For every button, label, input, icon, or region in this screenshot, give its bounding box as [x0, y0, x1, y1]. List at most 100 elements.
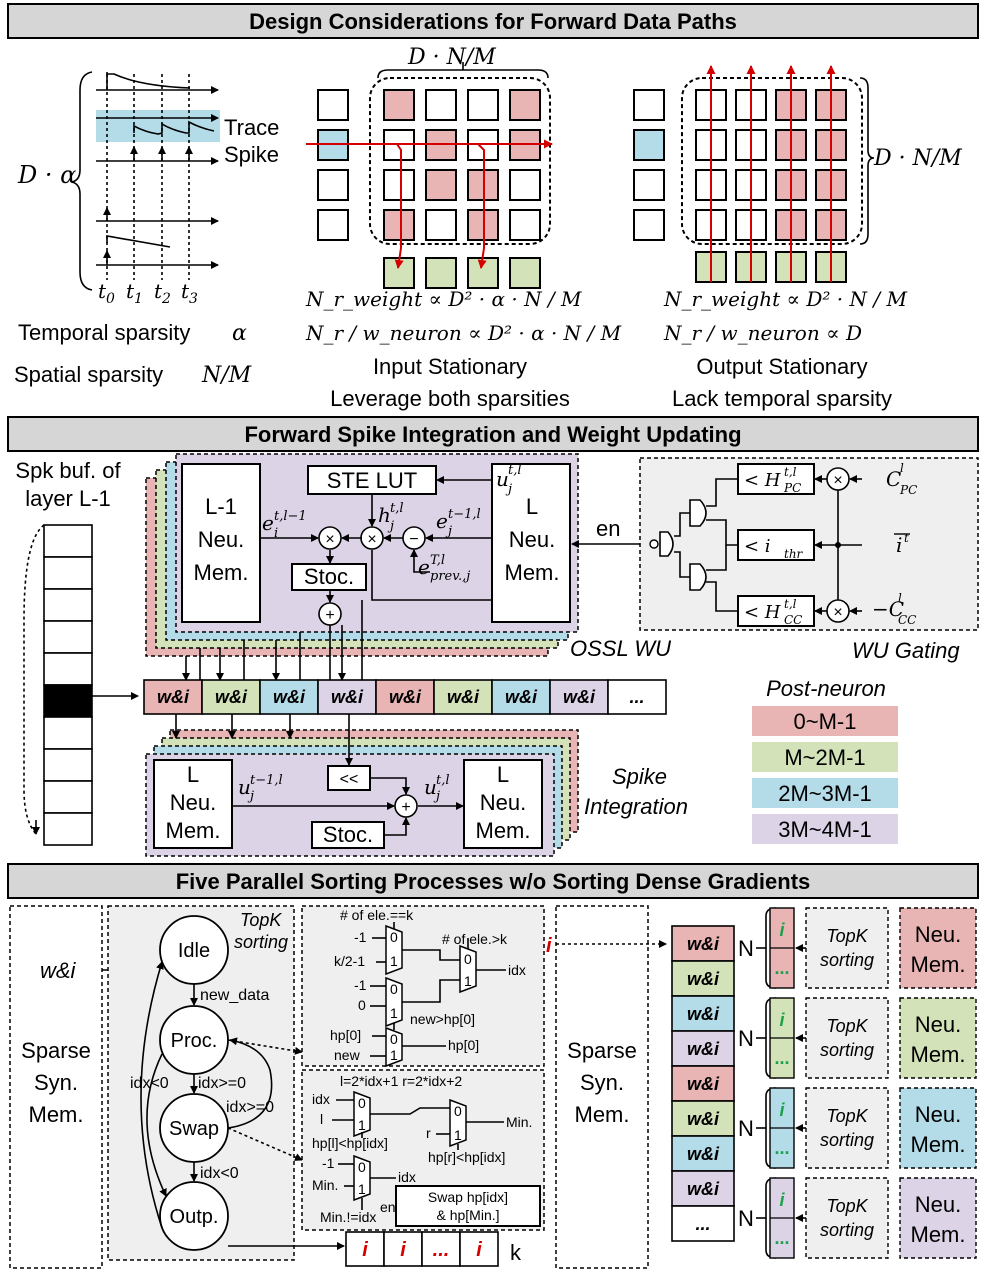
- mux2-hp-r: hp[r]<hp[idx]: [428, 1149, 505, 1165]
- mux1-in-d: 0: [358, 997, 366, 1013]
- mux1-in-a: -1: [354, 929, 367, 945]
- thresh-cc: < H: [744, 602, 781, 623]
- is-pe-cell: [383, 169, 415, 201]
- is-pe-cell: [383, 89, 415, 121]
- neu-mem-label-2: Mem.: [911, 1042, 966, 1067]
- wi-bus-cell-label: w&i: [331, 687, 364, 707]
- neu-mem-label-1: Neu.: [915, 922, 961, 947]
- spk-buf-cell: [43, 620, 93, 654]
- sparse-mem-right-2: Syn.: [580, 1070, 624, 1095]
- right-wi-cell: [671, 995, 735, 1032]
- right-topk-label-2: sorting: [820, 1220, 874, 1240]
- c-pc-label: C: [886, 467, 901, 491]
- right-wi-label: w&i: [687, 1039, 720, 1059]
- n-label: N: [738, 1116, 754, 1141]
- c-pc-sup: l: [900, 461, 904, 475]
- out-cell: [345, 1231, 385, 1267]
- mux1-hp0-out: hp[0]: [448, 1037, 479, 1053]
- small-i-label: i: [779, 1010, 785, 1030]
- wi-bus-cell: [433, 679, 493, 715]
- state-swap: Swap: [169, 1118, 219, 1140]
- is-pe-cell: [425, 209, 457, 241]
- si-u-prev-sup: t−1,l: [250, 773, 283, 788]
- topk-label-1: TopK: [240, 910, 282, 930]
- mux1-new-hp: new>hp[0]: [410, 1011, 475, 1027]
- si-l-mem-left-3: Mem.: [166, 818, 221, 843]
- mux2-idx: idx: [312, 1091, 330, 1107]
- add-op-upper: +: [325, 607, 334, 624]
- neu-mem-label-2: Mem.: [911, 952, 966, 977]
- spk-buf-cells: [43, 524, 93, 846]
- neu-mem-box: [899, 1177, 977, 1259]
- spike-integration-block: L Neu. Mem. L Neu. Mem. << Stoc. + u t−1…: [145, 714, 688, 857]
- is-pe-cell: [383, 209, 415, 241]
- e-prev-label: e: [418, 555, 430, 579]
- os-input-cell: [633, 89, 665, 121]
- wi-bus-cell-label: w&i: [505, 687, 538, 707]
- small-i-label: i: [779, 1100, 785, 1120]
- ossl-wu-block: L-1 Neu. Mem. L Neu. Mem. STE LUT × × − …: [145, 453, 671, 681]
- i-bar-sup: t: [904, 531, 909, 545]
- spk-buf-cell: [43, 812, 93, 846]
- right-topk-box: [805, 1087, 889, 1169]
- is-pe-cell: [509, 89, 541, 121]
- mux1-in-c: -1: [354, 977, 367, 993]
- small-dots-label: ...: [774, 1048, 789, 1068]
- sparse-mem-right-3: Mem.: [575, 1102, 630, 1127]
- mux2-swap-1: Swap hp[idx]: [428, 1189, 508, 1205]
- t3-label: t3: [181, 279, 198, 307]
- mux1-d-0: 0: [390, 1031, 398, 1047]
- e-i-sub: i: [274, 526, 278, 541]
- spk-buf-cell: [43, 780, 93, 814]
- right-topk-box: [805, 907, 889, 989]
- neu-mem-box: [899, 997, 977, 1079]
- mux2-b-0: 0: [454, 1103, 462, 1119]
- is-title: Input Stationary: [373, 354, 527, 379]
- banner-top: Design Considerations for Forward Data P…: [7, 3, 979, 39]
- shift-label: <<: [340, 771, 359, 788]
- wi-bus-cell: [317, 679, 377, 715]
- spk-buf-cell: [43, 556, 93, 590]
- right-topk-label-2: sorting: [820, 1040, 874, 1060]
- si-u-new-sub: j: [433, 789, 440, 804]
- mux2-hp-l: hp[l]<hp[idx]: [312, 1135, 388, 1151]
- mux2-swap-2: & hp[Min.]: [436, 1207, 499, 1223]
- wi-bus-cell-label: w&i: [563, 687, 596, 707]
- thresh-cc-sup: t,l: [784, 597, 797, 611]
- out-cell-label: ...: [433, 1239, 450, 1261]
- si-l-mem-right-3: Mem.: [476, 818, 531, 843]
- mux1-in-b: k/2-1: [334, 953, 365, 969]
- temporal-sparsity-label: Temporal sparsity: [18, 320, 190, 345]
- mux2-c-0: 0: [358, 1159, 366, 1175]
- c-cc-label: −C: [872, 597, 904, 621]
- mult-op-1: ×: [325, 531, 334, 548]
- mux1-hp0-in: hp[0]: [330, 1027, 361, 1043]
- si-l-mem-right-1: L: [497, 762, 509, 787]
- right-topk-label-1: TopK: [826, 926, 868, 946]
- spike-integration-label-1: Spike: [612, 764, 667, 789]
- spatial-sparsity-symbol: N/M: [201, 363, 252, 388]
- right-wi-label: w&i: [687, 1109, 720, 1129]
- thresh-thr-sub: thr: [784, 547, 804, 561]
- mux1-ele-eq-k: # of ele.==k: [340, 907, 414, 923]
- os-title: Output Stationary: [696, 354, 867, 379]
- small-dots-label: ...: [774, 1138, 789, 1158]
- legend-label: M~2M-1: [784, 745, 865, 770]
- spike-integration-label-2: Integration: [584, 794, 688, 819]
- right-wi-label: w&i: [687, 1074, 720, 1094]
- n-label: N: [738, 1206, 754, 1231]
- wi-bus-cell-label: w&i: [273, 687, 306, 707]
- wi-bus-cell: [607, 679, 667, 715]
- small-dots-label: ...: [774, 958, 789, 978]
- os-input-cell: [633, 169, 665, 201]
- neu-mem-label-2: Mem.: [911, 1132, 966, 1157]
- os-grid: [633, 65, 847, 283]
- wi-bus-cell: [143, 679, 203, 715]
- right-wi-label: w&i: [687, 1004, 720, 1024]
- right-topk-label-1: TopK: [826, 1106, 868, 1126]
- wu-gating-label: WU Gating: [852, 638, 960, 663]
- mux2-min-ne: Min.!=idx: [320, 1209, 376, 1225]
- out-cell-label: i: [476, 1239, 482, 1261]
- is-output-cell: [467, 257, 499, 289]
